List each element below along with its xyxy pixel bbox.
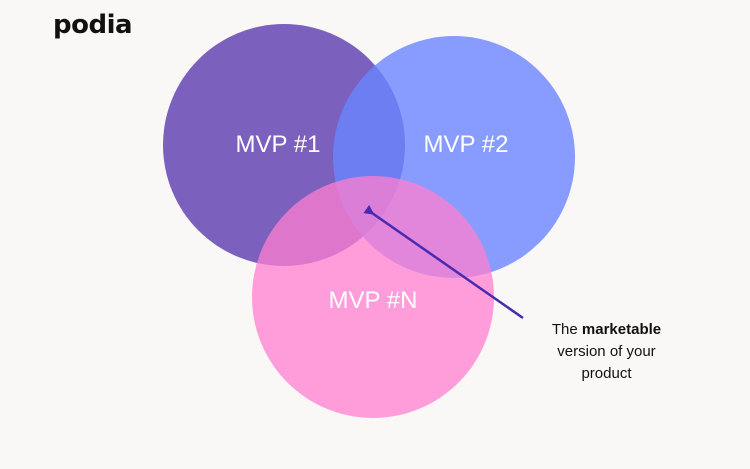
annotation-text: The marketable version of your product [515,319,698,385]
annotation-bold: marketable [581,321,662,338]
label-mvp-n: MVP #N [329,287,418,314]
circle-mvp-n [252,176,494,418]
annotation-line-3: product [581,365,632,382]
label-mvp-2: MVP #2 [424,131,509,158]
podia-logo: podia [53,10,133,40]
annotation-line-1: The marketable [515,319,698,341]
annotation-prefix: The [551,321,578,338]
annotation-arrow [363,204,524,320]
annotation-line-2: version of your [557,343,656,360]
label-mvp-1: MVP #1 [236,131,321,158]
